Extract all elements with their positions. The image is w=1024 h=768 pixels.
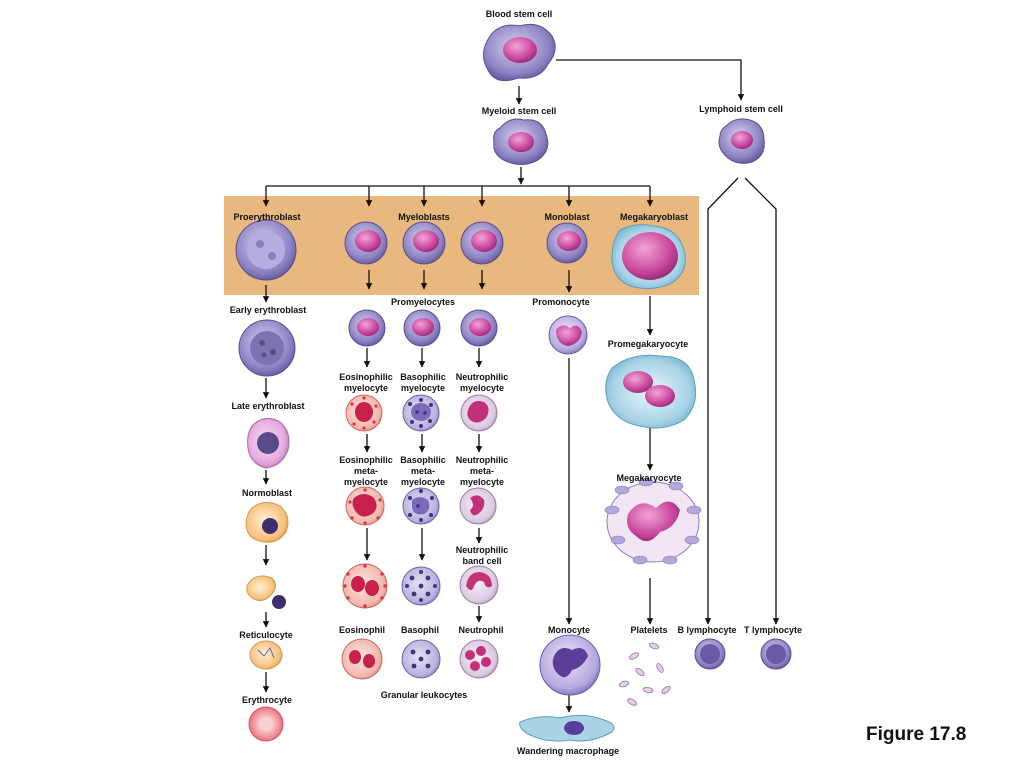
myeloid-stem-cell xyxy=(493,118,549,166)
label-normoblast: Normoblast xyxy=(241,488,293,498)
promonocyte-cell xyxy=(548,315,588,355)
promyelocyte-cell xyxy=(460,309,498,347)
extruded-nucleus xyxy=(246,575,286,609)
label-megakaryocyte: Megakaryocyte xyxy=(616,473,682,483)
neutrophilic-band-cell xyxy=(459,565,499,605)
erythrocyte-cell xyxy=(248,706,284,742)
eosinophilic-myelocyte-cell xyxy=(345,394,383,432)
platelets-cluster xyxy=(618,642,671,706)
megakaryoblast-cell xyxy=(611,224,686,290)
basophilic-myelocyte-cell xyxy=(402,394,440,432)
monoblast-cell xyxy=(546,222,588,264)
promyelocyte-cell xyxy=(403,309,441,347)
label-eosinophil: Eosinophil xyxy=(339,625,385,635)
label-granular-leukocytes: Granular leukocytes xyxy=(380,690,468,700)
label-monoblast: Monoblast xyxy=(544,212,590,222)
basophil-mature-cell xyxy=(401,639,441,679)
monocyte-cell xyxy=(539,634,601,696)
label-erythrocyte: Erythrocyte xyxy=(241,695,293,705)
t-lymphocyte-cell xyxy=(760,638,792,670)
label-late-erythroblast: Late erythroblast xyxy=(231,401,305,411)
label-promyelocytes: Promyelocytes xyxy=(390,297,456,307)
label-neutrophil: Neutrophil xyxy=(458,625,504,635)
early-erythroblast-cell xyxy=(238,319,296,377)
b-lymphocyte-cell xyxy=(694,638,726,670)
lymphoid-stem-cell xyxy=(718,118,765,164)
figure-label: Figure 17.8 xyxy=(866,724,967,745)
connector-lines xyxy=(262,59,780,713)
label-promonocyte: Promonocyte xyxy=(532,297,590,307)
eosinophilic-metamyelocyte-cell xyxy=(345,486,385,526)
label-t-lymphocyte: T lymphocyte xyxy=(743,625,803,635)
label-blood-stem-cell: Blood stem cell xyxy=(485,9,553,19)
neutrophil-cell xyxy=(459,639,499,679)
eosinophil-mature-cell xyxy=(341,638,383,680)
basophil-cell xyxy=(401,566,441,606)
blood-stem-cell xyxy=(483,23,556,82)
neutrophilic-metamyelocyte-cell xyxy=(459,487,497,525)
label-monocyte: Monocyte xyxy=(547,625,591,635)
label-early-erythroblast: Early erythroblast xyxy=(229,305,307,315)
label-promegakaryocyte: Promegakaryocyte xyxy=(607,339,689,349)
myeloblast-cell xyxy=(460,221,504,265)
promyelocyte-cell xyxy=(348,309,386,347)
label-reticulocyte: Reticulocyte xyxy=(239,630,293,640)
label-platelets: Platelets xyxy=(630,625,668,635)
eosinophil-cell xyxy=(342,563,388,609)
reticulocyte-cell xyxy=(249,640,283,670)
label-b-lymphocyte: B lymphocyte xyxy=(677,625,737,635)
promegakaryocyte-cell xyxy=(605,354,697,429)
label-basophil: Basophil xyxy=(400,625,440,635)
myeloblast-cell xyxy=(344,221,388,265)
label-myeloid-stem-cell: Myeloid stem cell xyxy=(481,106,557,116)
label-proerythroblast: Proerythroblast xyxy=(233,212,301,222)
myeloblast-cell xyxy=(402,221,446,265)
label-megakaryoblast: Megakaryoblast xyxy=(619,212,689,222)
label-wandering-macrophage: Wandering macrophage xyxy=(516,746,620,756)
neutrophilic-myelocyte-cell xyxy=(460,394,498,432)
label-myeloblasts: Myeloblasts xyxy=(398,212,450,222)
label-lymphoid-stem-cell: Lymphoid stem cell xyxy=(699,104,783,114)
wandering-macrophage-cell xyxy=(519,714,615,742)
normoblast-cell xyxy=(245,502,289,543)
proerythroblast-cell xyxy=(235,219,297,281)
basophilic-metamyelocyte-cell xyxy=(402,487,440,525)
late-erythroblast-cell xyxy=(247,418,290,469)
megakaryocyte-cell xyxy=(604,477,702,565)
